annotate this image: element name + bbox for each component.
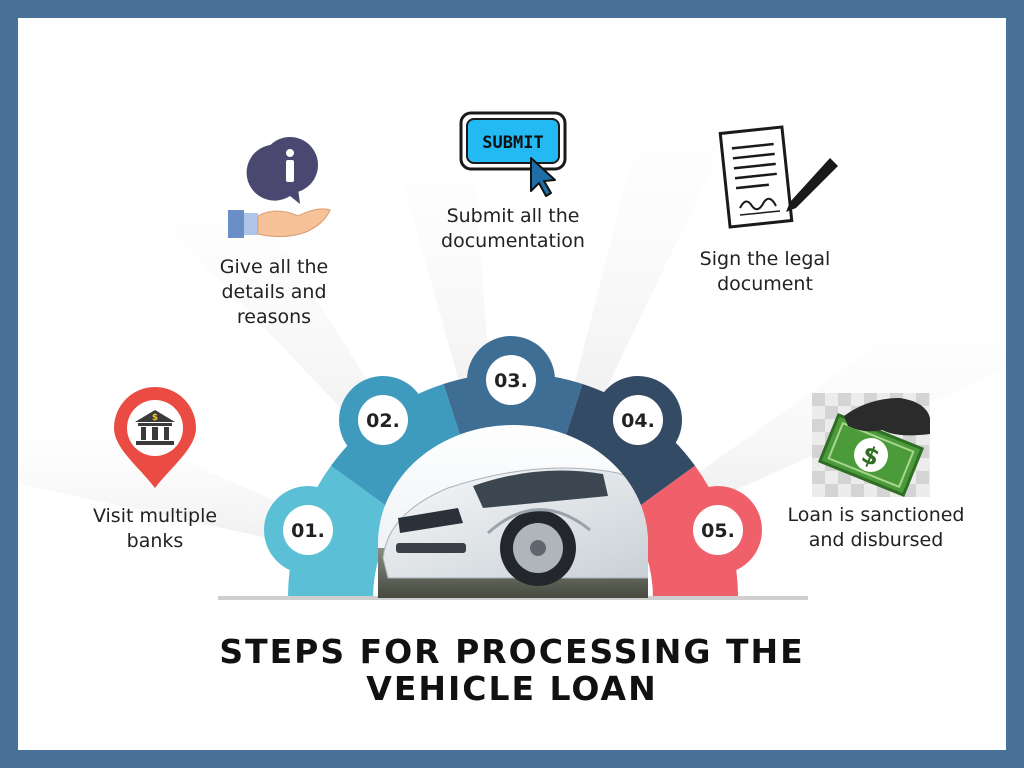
decorative-ray (553, 37, 759, 470)
step-number-circle-2 (358, 395, 408, 445)
step-number-5: 05. (701, 520, 735, 542)
step-number-3: 03. (494, 370, 528, 392)
process-graphic: 01. 02. 03. 04. 05. $ SUBMIT (18, 37, 1006, 600)
info-hand-icon (228, 137, 331, 238)
step-number-circle-1 (283, 505, 333, 555)
page-title-line-2: VEHICLE LOAN (366, 669, 658, 708)
step-number-4: 04. (621, 410, 655, 432)
page-title-line-1: STEPS FOR PROCESSING THE (219, 632, 805, 671)
step-caption-5: Loan is sanctioned and disbursed (787, 504, 965, 551)
infographic-frame: 01. 02. 03. 04. 05. $ SUBMIT (18, 18, 1006, 750)
step-caption-4: Sign the legal document (699, 248, 831, 295)
submit-button-label: SUBMIT (482, 133, 543, 153)
money-hand-icon: $ (812, 393, 930, 497)
pen-icon (786, 158, 838, 212)
bank-location-pin-icon: $ (114, 387, 196, 488)
decorative-ray (378, 79, 496, 462)
step-number-1: 01. (291, 520, 325, 542)
step-number-circle-3 (486, 355, 536, 405)
step-number-2: 02. (366, 410, 400, 432)
submit-button-icon: SUBMIT (459, 111, 567, 197)
step-caption-3: Submit all the documentation (441, 205, 585, 252)
bank-dollar-symbol: $ (152, 413, 158, 423)
step-caption-1: Visit multiple banks (92, 505, 218, 552)
cursor-icon (530, 157, 556, 197)
signed-document-icon (718, 125, 838, 229)
step-number-circle-5 (693, 505, 743, 555)
step-number-circle-4 (613, 395, 663, 445)
step-caption-2: Give all the details and reasons (219, 256, 329, 328)
step-numbers: 01. 02. 03. 04. 05. (264, 336, 762, 574)
